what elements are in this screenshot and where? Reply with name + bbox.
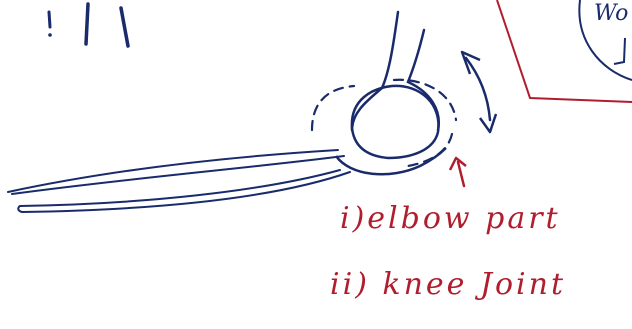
corner-box: Wo: [497, 0, 632, 102]
corner-fragment-mark: [614, 38, 625, 64]
motion-arrow-shaft: [466, 58, 490, 120]
forearm-top-edge: [8, 150, 338, 192]
corner-fragment-text: Wo: [594, 1, 628, 26]
joint-capsule: [312, 80, 456, 166]
vertical-stroke-2: [121, 8, 128, 46]
forearm-bone: [8, 150, 350, 212]
motion-arrow-head-bottom: [480, 114, 496, 132]
pointer-arrow: [450, 158, 466, 186]
label-elbow-part: i)elbow part: [340, 201, 561, 236]
top-left-marks: [48, 4, 128, 46]
vertical-stroke-1: [86, 4, 88, 44]
motion-arrow: [462, 52, 496, 132]
upper-bone-left-edge: [352, 12, 398, 130]
forearm-bottom-edge: [22, 172, 350, 212]
exclamation-stroke: [49, 12, 50, 27]
label-knee-joint: ii) knee Joint: [330, 267, 566, 302]
joint-base-curve: [336, 148, 446, 174]
pointer-arrow-shaft: [458, 162, 464, 186]
bone-head: [352, 86, 439, 158]
exclamation-dot: [48, 33, 52, 37]
upper-bone: [352, 12, 439, 130]
